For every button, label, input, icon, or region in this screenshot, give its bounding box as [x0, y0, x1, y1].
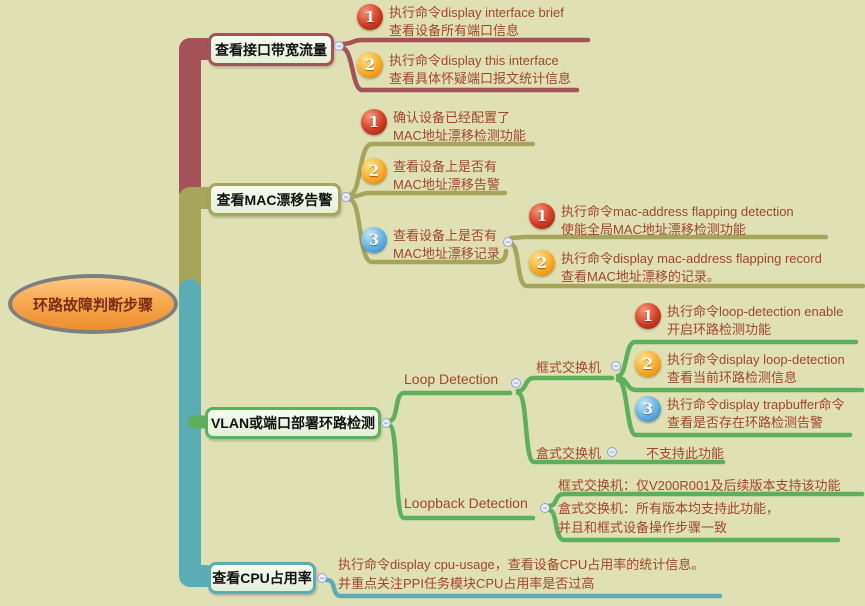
collapse-icon[interactable]: − — [611, 361, 621, 371]
step-item[interactable]: 1 确认设备已经配置了 MAC地址漂移检测功能 — [361, 109, 526, 145]
step-1-badge: 1 — [357, 4, 383, 30]
node-vlan-loop-detection[interactable]: VLAN或端口部署环路检测 — [205, 407, 381, 439]
step-item[interactable]: 1 执行命令mac-address flapping detection 使能全… — [529, 203, 794, 239]
collapse-icon[interactable]: − — [381, 418, 391, 428]
step-2-badge: 2 — [357, 52, 383, 78]
node-loopback-box-note[interactable]: 盒式交换机：所有版本均支持此功能， 并且和框式设备操作步骤一致 — [558, 501, 780, 535]
step-item[interactable]: 2 执行命令display this interface 查看具体怀疑端口报文统… — [357, 52, 571, 88]
step-2-badge: 2 — [529, 250, 555, 276]
node-interface-bandwidth[interactable]: 查看接口带宽流量 — [208, 33, 334, 66]
node-box-switch-loop[interactable]: 盒式交换机 — [536, 446, 602, 461]
step-item[interactable]: 2 查看设备上是否有 MAC地址漂移告警 — [361, 158, 500, 194]
step-3-badge: 3 — [635, 396, 661, 422]
collapse-icon[interactable]: − — [334, 41, 344, 51]
step-item[interactable]: 1 执行命令display interface brief 查看设备所有端口信息 — [357, 4, 564, 40]
step-2-badge: 2 — [635, 351, 661, 377]
root-node[interactable]: 环路故障判断步骤 — [8, 274, 178, 334]
collapse-icon[interactable]: − — [503, 237, 513, 247]
node-frame-switch-loop[interactable]: 框式交换机 — [536, 360, 602, 375]
step-item[interactable]: 3 查看设备上是否有 MAC地址漂移记录 — [361, 227, 500, 263]
node-cpu-note[interactable]: 执行命令display cpu-usage，查看设备CPU占用率的统计信息。 并… — [338, 557, 705, 591]
collapse-icon[interactable]: − — [607, 447, 617, 457]
node-loopback-frame-note[interactable]: 框式交换机：仅V200R001及后续版本支持该功能 — [558, 478, 841, 493]
trunk-red — [179, 38, 217, 203]
trunk-teal — [179, 279, 217, 587]
step-1-badge: 1 — [529, 203, 555, 229]
step-3-badge: 3 — [361, 227, 387, 253]
step-2-badge: 2 — [361, 158, 387, 184]
node-loop-detection[interactable]: Loop Detection — [404, 371, 499, 387]
step-1-badge: 1 — [361, 109, 387, 135]
step-item[interactable]: 2 执行命令display mac-address flapping recor… — [529, 250, 822, 286]
node-box-switch-note[interactable]: 不支持此功能 — [646, 446, 725, 461]
step-item[interactable]: 3 执行命令display trapbuffer命令 查看是否存在环路检测告警 — [635, 396, 845, 432]
trunk-olive — [179, 187, 219, 311]
collapse-icon[interactable]: − — [540, 503, 550, 513]
collapse-icon[interactable]: − — [511, 378, 521, 388]
step-item[interactable]: 1 执行命令loop-detection enable 开启环路检测功能 — [635, 303, 843, 339]
collapse-icon[interactable]: − — [317, 573, 327, 583]
node-mac-flapping-alarm[interactable]: 查看MAC漂移告警 — [208, 183, 341, 216]
step-item[interactable]: 2 执行命令display loop-detection 查看当前环路检测信息 — [635, 351, 845, 387]
collapse-icon[interactable]: − — [341, 192, 351, 202]
node-loopback-detection[interactable]: Loopback Detection — [404, 495, 528, 511]
node-cpu-usage[interactable]: 查看CPU占用率 — [208, 562, 316, 594]
step-1-badge: 1 — [635, 303, 661, 329]
